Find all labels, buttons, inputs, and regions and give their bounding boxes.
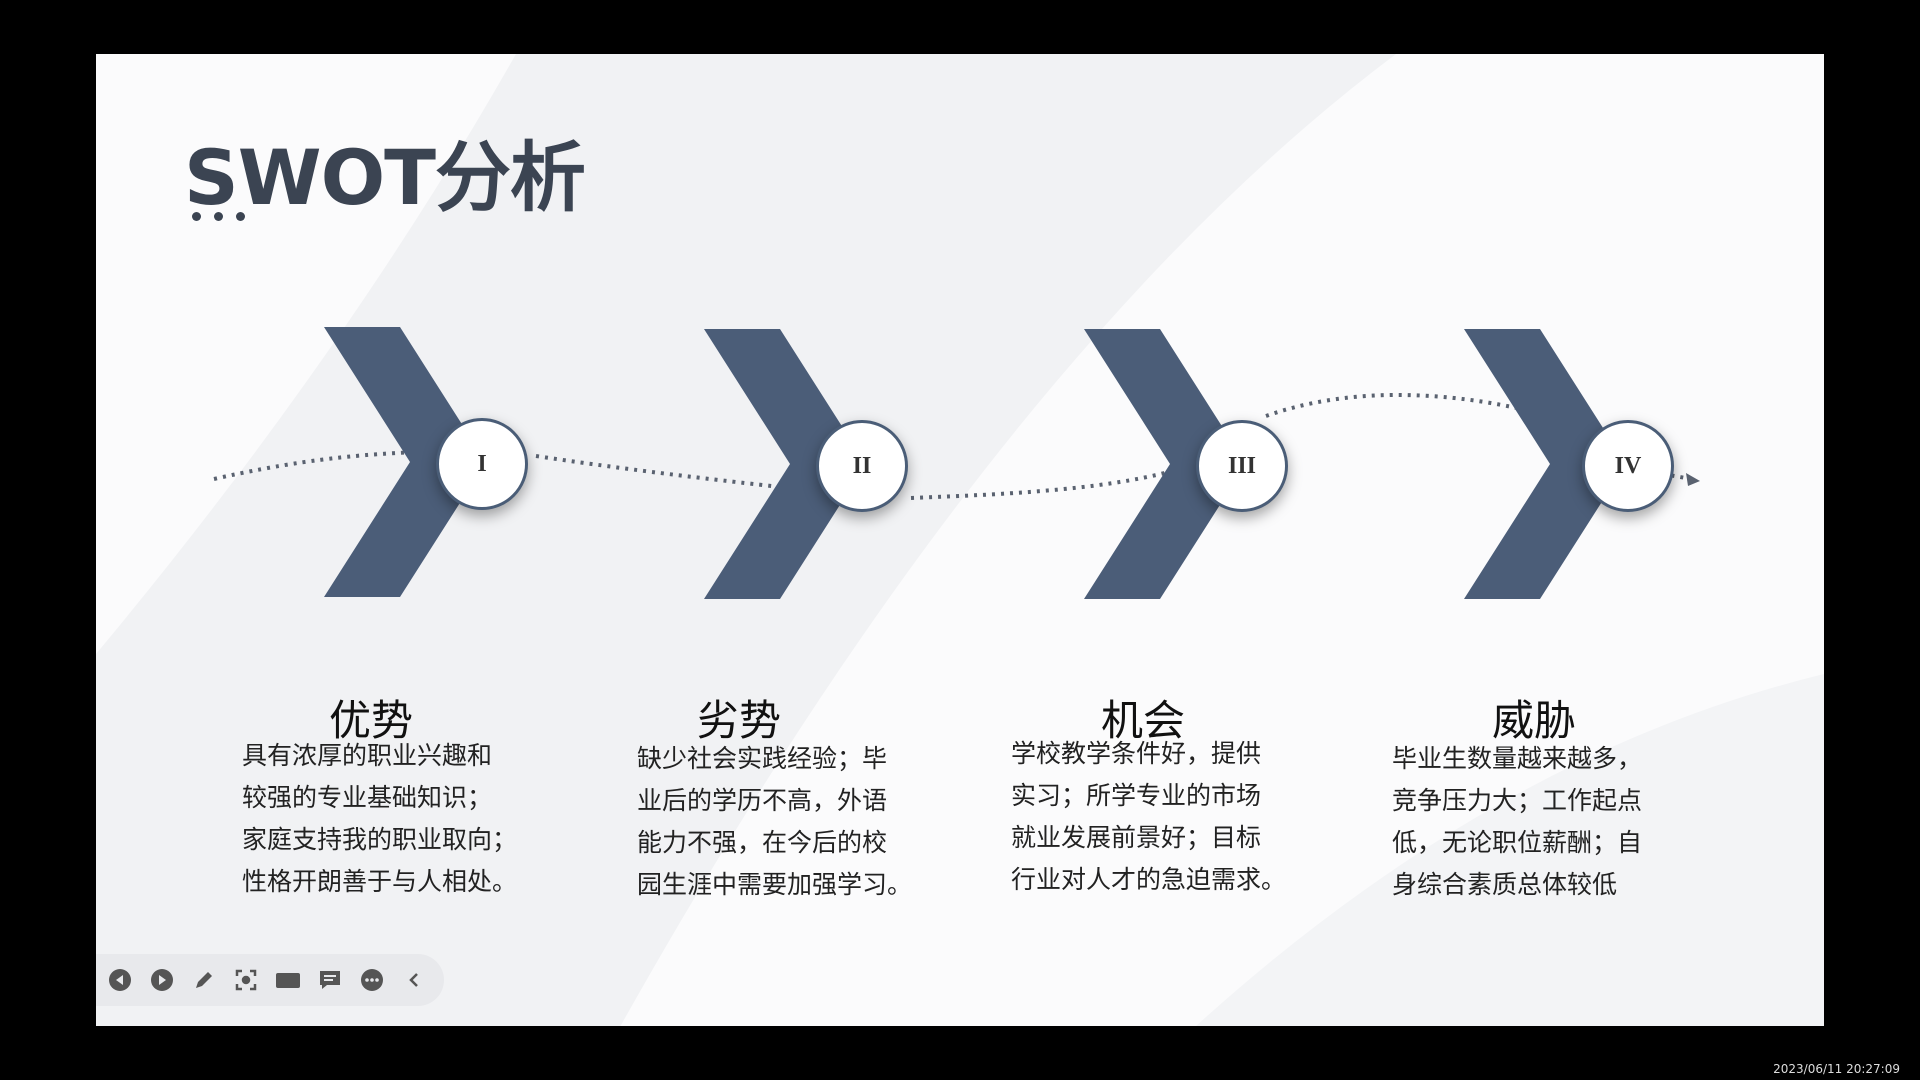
step-1-badge: I [436,418,528,510]
step-4-heading: 威胁 [1492,696,1577,745]
presentation-slide: SWOT分析 I II III IV 优势 劣势 机会 威胁 具有浓厚的职业兴趣… [96,54,1824,1026]
presenter-toolbar [96,954,444,1006]
screenshot-icon[interactable] [232,966,260,994]
step-2-badge: II [816,420,908,512]
step-2-description: 缺少社会实践经验；毕 业后的学历不高，外语 能力不强，在今后的校 园生涯中需要加… [637,744,913,899]
title-dots [192,212,245,221]
step-3-description: 学校教学条件好，提供 实习；所学专业的市场 就业发展前景好；目标 行业对人才的急… [1011,739,1287,894]
step-3-badge: III [1196,420,1288,512]
step-1-heading: 优势 [329,696,414,745]
step-4-badge: IV [1582,420,1674,512]
timestamp: 2023/06/11 20:27:09 [1773,1062,1900,1076]
step-3-heading: 机会 [1101,696,1186,745]
step-4-description: 毕业生数量越来越多， 竞争压力大；工作起点 低，无论职位薪酬；自 身综合素质总体… [1392,744,1643,899]
prev-icon[interactable] [106,966,134,994]
camera-icon[interactable] [274,966,302,994]
next-icon[interactable] [148,966,176,994]
pen-icon[interactable] [190,966,218,994]
more-icon[interactable] [358,966,386,994]
slide-title: SWOT分析 [184,133,586,222]
step-2-heading: 劣势 [697,696,782,745]
comment-icon[interactable] [316,966,344,994]
collapse-icon[interactable] [400,966,428,994]
step-1-description: 具有浓厚的职业兴趣和 较强的专业基础知识； 家庭支持我的职业取向； 性格开朗善于… [242,741,518,896]
